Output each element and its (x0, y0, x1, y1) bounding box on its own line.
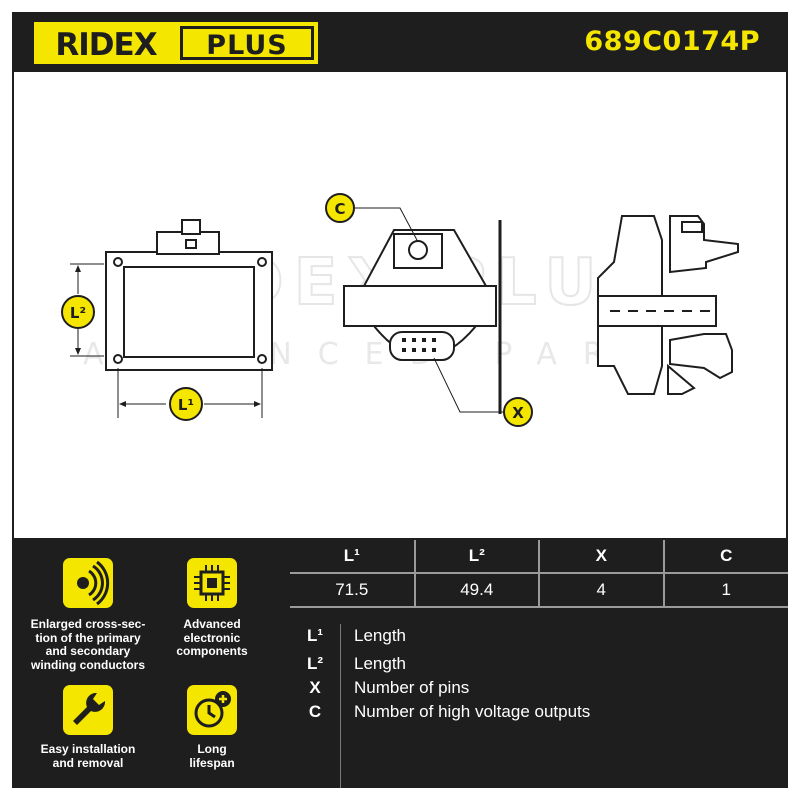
chip-icon (187, 558, 237, 608)
legend-row: C Number of high voltage outputs (290, 702, 788, 726)
feature-text-line: components (176, 644, 248, 658)
front-view (105, 219, 273, 371)
feature-electronics: Advanced electronic components (142, 558, 282, 668)
spec-value-x: 4 (538, 573, 664, 608)
brand-ridex-text: RIDEX (55, 27, 157, 63)
feature-lifespan: Long lifespan (142, 685, 282, 775)
header: RIDEX PLUS 689C0174P (12, 12, 788, 72)
spec-header-c: C (662, 540, 788, 574)
spec-header-l1: L¹ (290, 540, 415, 574)
l2-label: L² (70, 304, 86, 322)
part-number: 689C0174P (584, 26, 760, 57)
legend-symbol: L² (306, 654, 324, 673)
feature-text-line: lifespan (189, 755, 235, 770)
feature-text-line: electronic (183, 630, 241, 645)
feature-text-line: Enlarged cross-sec- (30, 617, 146, 631)
x-label: X (512, 404, 524, 422)
feature-cross-section: Enlarged cross-sec- tion of the primary … (18, 558, 158, 671)
c-label: C (334, 200, 345, 218)
legend-row: X Number of pins (290, 678, 788, 702)
legend-symbol: L¹ (306, 626, 324, 645)
feature-text-line: Advanced (183, 617, 241, 631)
brand-plus-text: PLUS (206, 30, 287, 61)
legend-divider (340, 624, 341, 788)
feature-text-line: Easy installation (40, 742, 136, 756)
spec-header-row: L¹ L² X C (290, 540, 788, 574)
top-view (597, 215, 739, 395)
c-badge: C (325, 193, 355, 223)
technical-drawing: RIDEX PLUS ADVANCED PARTS (14, 72, 786, 538)
clock-plus-icon (187, 685, 237, 735)
spec-value-l1: 71.5 (290, 573, 415, 608)
spec-header-l2: L² (413, 540, 539, 574)
l2-badge: L² (61, 295, 95, 329)
feature-text-line: tion of the primary (35, 630, 141, 645)
feature-text-line: winding conductors (31, 657, 145, 672)
legend-symbol: C (308, 702, 322, 721)
legend-row: L² Length (290, 654, 788, 678)
legend-text: Length (354, 626, 406, 645)
legend-text: Length (354, 654, 406, 673)
brand-logo: RIDEX PLUS (34, 22, 318, 64)
feature-text-line: and removal (52, 755, 124, 770)
legend-text: Number of pins (354, 678, 470, 697)
feature-text-line: Long (197, 742, 227, 756)
spec-table: L¹ L² X C 71.5 49.4 4 1 (290, 540, 788, 608)
legend-row: L¹ Length (290, 626, 788, 650)
legend: L¹ Length L² Length X Number of pins C N… (290, 616, 788, 788)
side-view (343, 220, 502, 414)
legend-symbol: X (309, 678, 321, 697)
l1-badge: L¹ (169, 387, 203, 421)
x-badge: X (503, 397, 533, 427)
l1-label: L¹ (178, 396, 194, 414)
spec-value-l2: 49.4 (413, 573, 539, 608)
spec-value-c: 1 (662, 573, 788, 608)
spec-value-row: 71.5 49.4 4 1 (290, 573, 788, 608)
cross-section-icon (63, 558, 113, 608)
feature-text-line: and secondary (45, 644, 131, 658)
feature-installation: Easy installation and removal (18, 685, 158, 775)
legend-text: Number of high voltage outputs (354, 702, 591, 721)
info-panel: Enlarged cross-sec- tion of the primary … (12, 540, 788, 788)
wrench-icon (63, 685, 113, 735)
spec-header-x: X (538, 540, 664, 574)
